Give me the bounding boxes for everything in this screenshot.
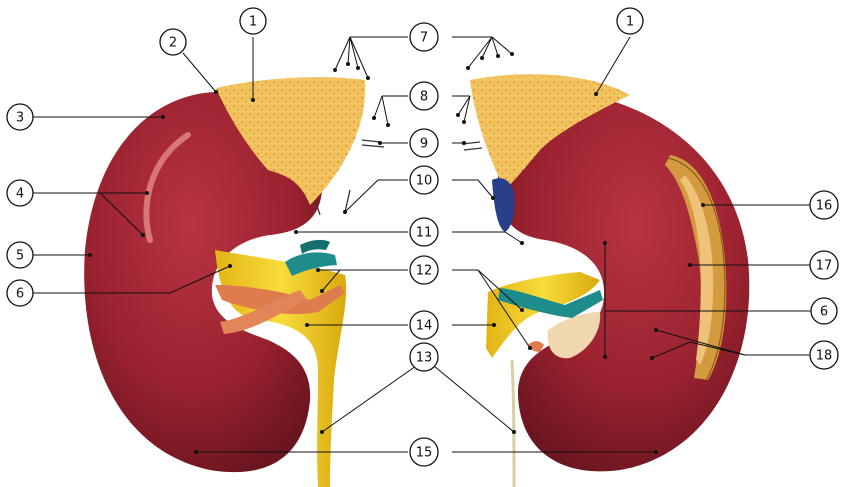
callout-7-label: 7 xyxy=(420,31,428,46)
callout-6-right-label: 6 xyxy=(820,305,828,320)
callout-2-label: 2 xyxy=(169,36,177,51)
callout-16-label: 16 xyxy=(816,199,833,214)
left-vein-branch xyxy=(300,240,330,254)
callout-4: 4 xyxy=(7,180,33,206)
callout-14: 14 xyxy=(410,311,438,339)
callout-11: 11 xyxy=(410,218,438,246)
callout-7: 7 xyxy=(410,23,438,51)
callout-3-label: 3 xyxy=(16,111,24,126)
callout-1-right: 1 xyxy=(617,8,643,34)
callout-18: 18 xyxy=(810,341,838,369)
callout-8: 8 xyxy=(410,82,438,110)
callout-17-label: 17 xyxy=(816,259,833,274)
callout-18-label: 18 xyxy=(816,349,833,364)
callout-13-label: 13 xyxy=(416,351,433,366)
callout-12: 12 xyxy=(410,256,438,284)
callout-13: 13 xyxy=(410,343,438,371)
callout-16: 16 xyxy=(810,191,838,219)
callout-14-label: 14 xyxy=(416,319,433,334)
callout-9-label: 9 xyxy=(420,137,428,152)
callout-1-left-label: 1 xyxy=(249,15,257,30)
callout-6-left: 6 xyxy=(7,280,33,306)
callout-11-label: 11 xyxy=(416,226,433,241)
callout-10: 10 xyxy=(410,166,438,194)
callout-2: 2 xyxy=(160,29,186,55)
callout-15: 15 xyxy=(410,438,438,466)
callout-5: 5 xyxy=(7,242,33,268)
callout-1-right-label: 1 xyxy=(626,15,634,30)
callout-3: 3 xyxy=(7,104,33,130)
callout-9: 9 xyxy=(410,129,438,157)
callout-15-label: 15 xyxy=(416,446,433,461)
callout-4-label: 4 xyxy=(16,187,24,202)
left-kidney xyxy=(84,77,384,487)
callout-12-label: 12 xyxy=(416,264,433,279)
callout-10-label: 10 xyxy=(416,174,433,189)
callout-1-left: 1 xyxy=(240,8,266,34)
callout-6-left-label: 6 xyxy=(16,287,24,302)
callout-17: 17 xyxy=(810,251,838,279)
callout-6-right: 6 xyxy=(811,298,837,324)
callout-5-label: 5 xyxy=(16,249,24,264)
callout-8-label: 8 xyxy=(420,90,428,105)
right-ureter-thin xyxy=(512,360,514,487)
